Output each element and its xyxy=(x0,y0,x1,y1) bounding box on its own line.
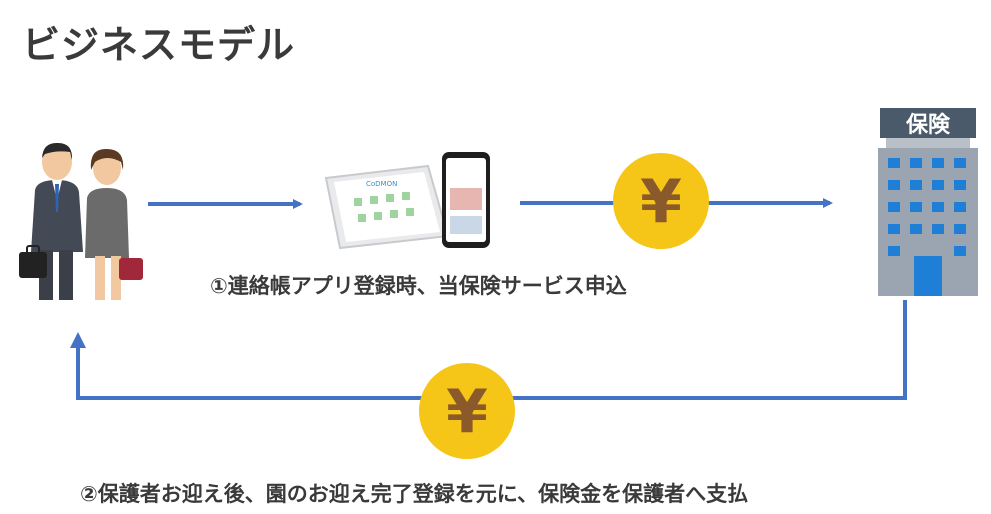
yen-coin-bottom: ¥ xyxy=(419,363,515,459)
building-windows xyxy=(888,158,966,296)
insurer-sign-text: 保険 xyxy=(905,113,951,138)
man-icon xyxy=(19,142,83,300)
tablet-icon: CoDMON xyxy=(324,164,450,250)
app-logo: CoDMON xyxy=(366,180,397,188)
insurer-sign xyxy=(880,108,976,138)
insurance-building-illustration: 保険 xyxy=(878,108,978,296)
step2-caption: ②保護者お迎え後、園のお迎え完了登録を元に、保険金を保護者へ支払 xyxy=(80,482,749,506)
phone-icon xyxy=(442,152,490,248)
page-title: ビジネスモデル xyxy=(22,23,296,67)
step1-caption: ①連絡帳アプリ登録時、当保険サービス申込 xyxy=(210,274,627,298)
yen-coin-top: ¥ xyxy=(613,153,709,249)
woman-icon xyxy=(85,148,143,300)
app-devices-illustration: CoDMON xyxy=(324,152,490,250)
yen-icon: ¥ xyxy=(446,377,488,447)
parents-illustration xyxy=(19,142,143,300)
yen-icon: ¥ xyxy=(640,167,682,237)
